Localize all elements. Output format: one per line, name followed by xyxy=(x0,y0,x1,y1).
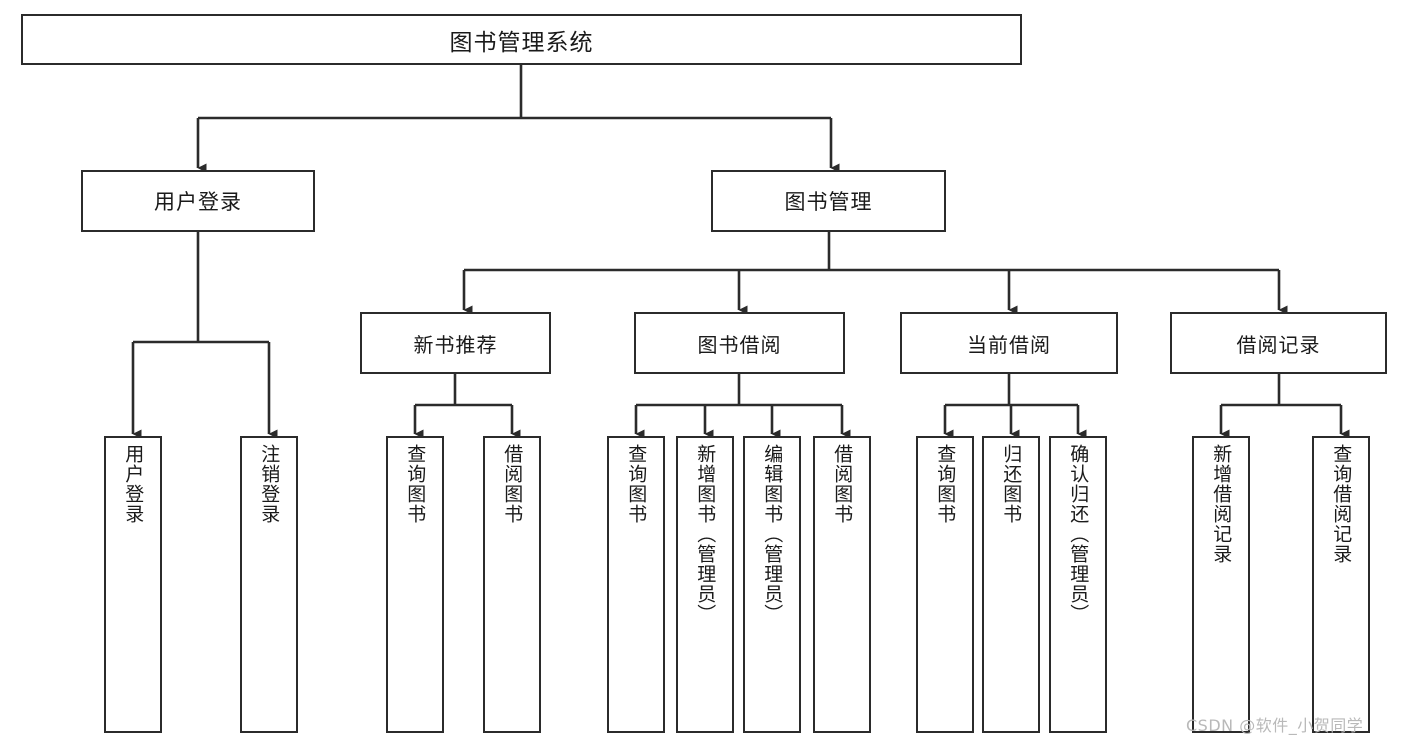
node-label: 确认归还（管理员） xyxy=(1067,444,1090,624)
leaf-book-borrow-add-book-admin[interactable]: 新增图书（管理员） xyxy=(676,436,734,733)
node-label: 注销登录 xyxy=(258,444,281,524)
node-label: 查询借阅记录 xyxy=(1330,444,1353,564)
node-label: 图书借阅 xyxy=(697,332,782,357)
node-label: 编辑图书（管理员） xyxy=(761,444,784,624)
node-label: 查询图书 xyxy=(934,444,957,524)
watermark-text: CSDN @软件_小贺同学 xyxy=(1186,716,1364,735)
node-label: 图书管理 xyxy=(784,190,873,214)
node-label: 借阅图书 xyxy=(831,444,854,524)
node-book-borrow[interactable]: 图书借阅 xyxy=(634,312,845,374)
leaf-borrow-record-add-record[interactable]: 新增借阅记录 xyxy=(1192,436,1250,733)
node-label: 查询图书 xyxy=(404,444,427,524)
node-book-management[interactable]: 图书管理 xyxy=(711,170,946,232)
node-label: 用户登录 xyxy=(154,190,242,214)
node-label: 借阅记录 xyxy=(1236,332,1321,357)
node-current-borrow[interactable]: 当前借阅 xyxy=(900,312,1118,374)
leaf-borrow-record-query-record[interactable]: 查询借阅记录 xyxy=(1312,436,1370,733)
leaf-new-book-query-book[interactable]: 查询图书 xyxy=(386,436,444,733)
leaf-current-borrow-query-book[interactable]: 查询图书 xyxy=(916,436,974,733)
node-label: 当前借阅 xyxy=(967,332,1051,357)
node-label: 借阅图书 xyxy=(501,444,524,524)
node-new-book-recommend[interactable]: 新书推荐 xyxy=(360,312,551,374)
leaf-book-borrow-borrow-book[interactable]: 借阅图书 xyxy=(813,436,871,733)
node-user-login[interactable]: 用户登录 xyxy=(81,170,315,232)
node-label: 图书管理系统 xyxy=(449,29,594,56)
leaf-user-login-logout[interactable]: 注销登录 xyxy=(240,436,298,733)
node-label: 用户登录 xyxy=(122,444,145,524)
leaf-current-borrow-confirm-return-admin[interactable]: 确认归还（管理员） xyxy=(1049,436,1107,733)
node-root-book-management-system[interactable]: 图书管理系统 xyxy=(21,14,1022,65)
leaf-book-borrow-edit-book-admin[interactable]: 编辑图书（管理员） xyxy=(743,436,801,733)
node-label: 新增借阅记录 xyxy=(1210,444,1233,564)
node-label: 归还图书 xyxy=(1000,444,1023,524)
node-label: 查询图书 xyxy=(625,444,648,524)
node-label: 新增图书（管理员） xyxy=(694,444,717,624)
node-label: 新书推荐 xyxy=(413,332,498,357)
leaf-book-borrow-query-book[interactable]: 查询图书 xyxy=(607,436,665,733)
leaf-current-borrow-return-book[interactable]: 归还图书 xyxy=(982,436,1040,733)
node-borrow-record[interactable]: 借阅记录 xyxy=(1170,312,1387,374)
leaf-new-book-borrow-book[interactable]: 借阅图书 xyxy=(483,436,541,733)
leaf-user-login-login[interactable]: 用户登录 xyxy=(104,436,162,733)
